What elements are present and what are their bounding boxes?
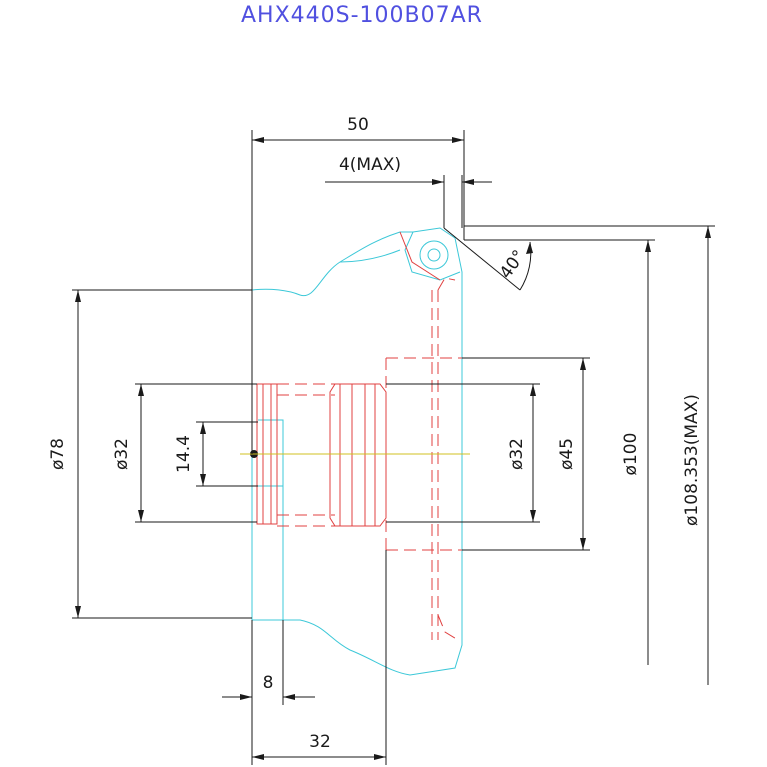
dimension-lines [72,130,715,765]
dim-50: 50 [347,115,369,135]
dim-4max: 4(MAX) [339,155,401,175]
drawing-title: AHX440S-100B07AR [241,3,483,28]
wheel-outline [256,231,462,641]
dim-dia-78: ø78 [48,438,68,470]
dim-dia-100: ø100 [621,433,641,476]
dim-32-bottom: 32 [309,732,331,752]
dim-dia-108-max: ø108.353(MAX) [682,394,702,526]
dim-14-4: 14.4 [174,435,194,473]
dim-angle-40: 40° [496,246,530,282]
bracket-outline [251,227,463,676]
dim-8: 8 [263,673,274,693]
dim-dia-32-right: ø32 [507,438,527,470]
dim-dia-45: ø45 [557,438,577,470]
dim-dia-32-left: ø32 [112,438,132,470]
